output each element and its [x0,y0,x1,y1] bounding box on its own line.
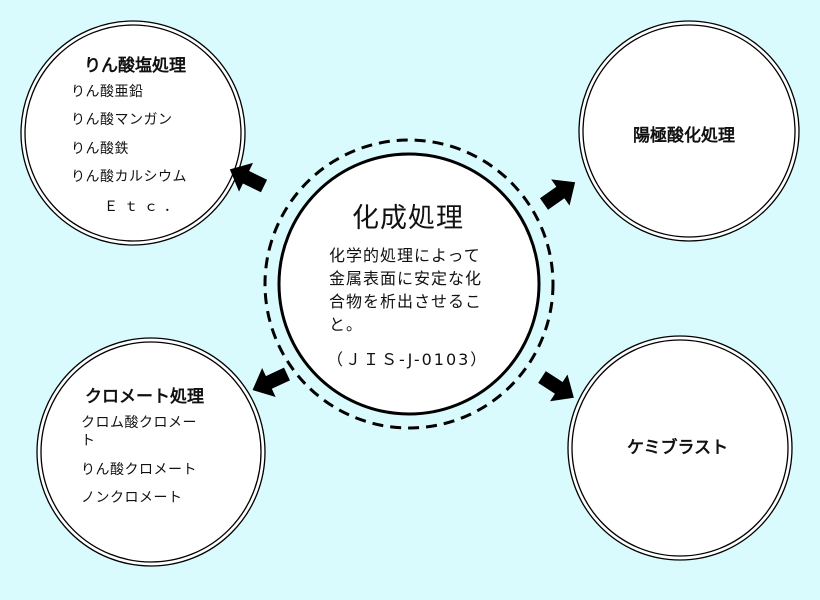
arrow-to-chromate [252,367,290,397]
phosphate-title: りん酸塩処理 [84,56,186,76]
center-title: 化成処理 [352,203,464,234]
center-desc-line-4: と。 [329,315,364,334]
phosphate-item-1: りん酸亜鉛 [71,84,144,100]
center-reference: （ＪＩＳ-J-0103） [327,350,489,369]
center-desc-line-1: 化学的処理によって [329,246,481,265]
phosphate-item-3: りん酸鉄 [71,141,129,157]
arrow-to-anodizing [539,179,576,210]
anodizing-circle-inner [582,24,796,238]
chromate-title: クロメート処理 [85,387,204,407]
chromate-item-1-cont: ト [81,433,96,449]
phosphate-circle-inner [24,24,242,242]
chromate-circle-inner [40,341,262,563]
chromate-item-2: りん酸クロメート [81,462,197,478]
chromate-item-3: ノンクロメート [81,490,183,506]
arrow-to-phosphate [229,162,268,193]
arrow-to-chemiblast [538,371,574,402]
anodizing-title: 陽極酸化処理 [633,126,735,146]
phosphate-item-5: Ｅｔｃ． [104,199,184,215]
center-circle [277,152,541,416]
chemiblast-circle-inner [571,339,789,557]
chromate-item-1: クロム酸クロメー [81,415,197,431]
center-desc-line-2: 金属表面に安定な化 [329,269,483,288]
phosphate-item-2: りん酸マンガン [71,112,173,128]
center-desc-line-3: 合物を析出させるこ [329,292,483,311]
center-dashed-ring [263,138,555,430]
chemiblast-title: ケミブラスト [627,438,729,458]
phosphate-item-4: りん酸カルシウム [71,169,187,185]
